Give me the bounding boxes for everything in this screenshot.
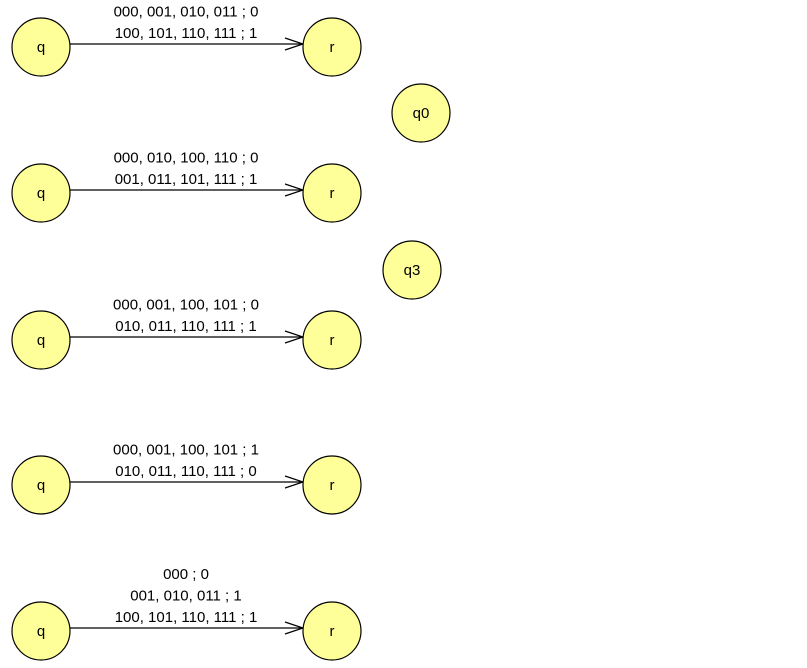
transition-label-line: 000, 001, 100, 101 ; 1 — [113, 442, 259, 459]
transition-label-3: 000, 001, 100, 101 ; 0 010, 011, 110, 111… — [113, 297, 259, 336]
transition-label-line: 010, 011, 110, 111 ; 0 — [115, 463, 257, 480]
state-q-row-3[interactable]: q — [11, 310, 71, 370]
transition-label-line: 000, 001, 100, 101 ; 0 — [113, 297, 259, 314]
state-circle — [302, 455, 362, 515]
state-q-row-2[interactable]: q — [11, 163, 71, 223]
state-q0[interactable]: q0 — [391, 83, 451, 143]
state-q3[interactable]: q3 — [382, 240, 442, 300]
state-circle — [382, 240, 442, 300]
transition-label-line: 001, 010, 011 ; 1 — [130, 588, 241, 605]
state-label: q — [37, 185, 45, 202]
state-circle — [391, 83, 451, 143]
state-circle — [11, 163, 71, 223]
state-r-row-4[interactable]: r — [302, 455, 362, 515]
state-r-row-2[interactable]: r — [302, 163, 362, 223]
state-label: r — [330, 477, 335, 494]
transition-label-2: 000, 010, 100, 110 ; 0 001, 011, 101, 111… — [114, 150, 259, 189]
state-circle — [11, 310, 71, 370]
state-label: r — [330, 185, 335, 202]
state-r-row-1[interactable]: r — [302, 17, 362, 77]
state-label: q — [37, 39, 45, 56]
transition-label-line: 001, 011, 101, 111 ; 1 — [115, 171, 258, 188]
state-label: q3 — [404, 262, 421, 279]
transition-label-4: 000, 001, 100, 101 ; 1 010, 011, 110, 111… — [113, 442, 259, 481]
transition-label-line: 010, 011, 110, 111 ; 1 — [115, 318, 257, 335]
state-label: r — [330, 623, 335, 640]
transition-label-1: 000, 001, 010, 011 ; 0 100, 101, 110, 111… — [114, 4, 259, 43]
state-label: q — [37, 623, 45, 640]
state-circle — [11, 601, 71, 661]
state-q-row-5[interactable]: q — [11, 601, 71, 661]
state-circle — [11, 455, 71, 515]
state-r-row-3[interactable]: r — [302, 310, 362, 370]
state-label: r — [330, 332, 335, 349]
state-circle — [302, 163, 362, 223]
state-circle — [302, 310, 362, 370]
transition-label-line: 100, 101, 110, 111 ; 1 — [115, 609, 258, 626]
transition-label-line: 100, 101, 110, 111 ; 1 — [115, 25, 258, 42]
state-circle — [302, 17, 362, 77]
state-label: q — [37, 477, 45, 494]
state-q-row-4[interactable]: q — [11, 455, 71, 515]
transition-label-5: 000 ; 0 001, 010, 011 ; 1 100, 101, 110, 1… — [115, 566, 258, 626]
state-label: r — [330, 39, 335, 56]
state-circle — [11, 17, 71, 77]
state-label: q0 — [413, 105, 430, 122]
state-r-row-5[interactable]: r — [302, 601, 362, 661]
state-label: q — [37, 332, 45, 349]
state-circle — [302, 601, 362, 661]
state-q-row-1[interactable]: q — [11, 17, 71, 77]
transition-label-line: 000, 010, 100, 110 ; 0 — [114, 150, 259, 167]
transition-label-line: 000 ; 0 — [163, 566, 209, 583]
transition-label-line: 000, 001, 010, 011 ; 0 — [114, 4, 259, 21]
